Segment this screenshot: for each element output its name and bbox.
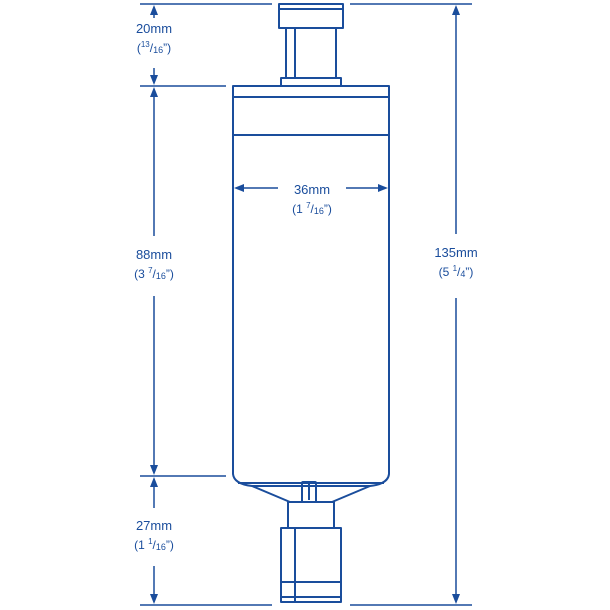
dim-body-height-numerator: 7 — [148, 266, 153, 275]
arrow-top-fitting-up — [150, 5, 158, 15]
arrow-overall-down — [452, 594, 460, 604]
dim-label-top-fitting: 20mm (13/16”) — [118, 22, 190, 55]
extension-lines — [140, 3, 472, 606]
dim-overall-length-numerator: 1 — [452, 264, 458, 273]
dim-top-fitting-mm: 20mm — [135, 21, 173, 36]
dim-label-body-height: 88mm (3 7/16”) — [112, 248, 196, 281]
dim-body-width-inch-mark: ” — [323, 202, 328, 216]
top-fitting-neck — [285, 27, 337, 79]
bottom-fitting-cap — [280, 527, 342, 603]
dim-overall-length-whole: 5 — [442, 265, 453, 279]
top-fitting-base — [280, 77, 342, 87]
dim-overall-length-in: (5 1/4”) — [438, 264, 474, 279]
dim-bottom-fitting-inch-mark: ” — [165, 538, 170, 552]
dim-top-fitting-numerator: 13 — [140, 40, 150, 49]
dim-label-overall-length: 135mm (5 1/4”) — [414, 246, 498, 279]
top-fitting-cap — [278, 3, 344, 29]
dim-bottom-fitting-in: (1 1/16”) — [134, 537, 174, 552]
arrow-bottom-fitting-up — [150, 477, 158, 487]
dim-top-fitting-denominator: 16 — [153, 45, 164, 55]
dim-body-width-in: (1 7/16”) — [292, 201, 332, 216]
dim-overall-length-mm: 135mm — [434, 245, 478, 260]
arrowheads — [150, 5, 460, 604]
bottom-collar — [251, 485, 371, 503]
dim-body-width-denominator: 16 — [313, 206, 324, 216]
arrow-width-left — [234, 184, 244, 192]
arrow-top-fitting-down — [150, 75, 158, 85]
dim-body-height-inch-mark: ” — [165, 267, 170, 281]
dim-body-width-mm: 36mm — [293, 182, 331, 197]
filter-outline — [232, 3, 390, 603]
bottom-fitting-neck — [287, 501, 335, 529]
dim-body-height-denominator: 16 — [155, 271, 166, 281]
arrow-width-right — [378, 184, 388, 192]
dim-body-height-mm: 88mm — [135, 247, 173, 262]
dim-top-fitting-inch-mark: ” — [163, 41, 168, 55]
dim-bottom-fitting-numerator: 1 — [148, 537, 153, 546]
dim-overall-length-denominator: 4 — [460, 269, 466, 279]
filter-body — [232, 85, 390, 487]
dim-body-width-numerator: 7 — [306, 201, 311, 210]
dim-bottom-fitting-whole: 1 — [138, 538, 149, 552]
dim-body-height-in: (3 7/16”) — [134, 266, 174, 281]
arrow-overall-up — [452, 5, 460, 15]
arrow-body-down — [150, 465, 158, 475]
dim-body-height-whole: 3 — [138, 267, 149, 281]
dim-bottom-fitting-mm: 27mm — [135, 518, 173, 533]
dim-bottom-fitting-denominator: 16 — [155, 542, 166, 552]
arrow-body-up — [150, 87, 158, 97]
dim-top-fitting-in: (13/16”) — [136, 40, 172, 55]
arrow-bottom-fitting-down — [150, 594, 158, 604]
dim-body-width-whole: 1 — [296, 202, 307, 216]
dim-overall-length-inch-mark: ” — [465, 265, 470, 279]
dim-label-body-width: 36mm (1 7/16”) — [270, 183, 354, 216]
dim-label-bottom-fitting: 27mm (1 1/16”) — [112, 519, 196, 552]
